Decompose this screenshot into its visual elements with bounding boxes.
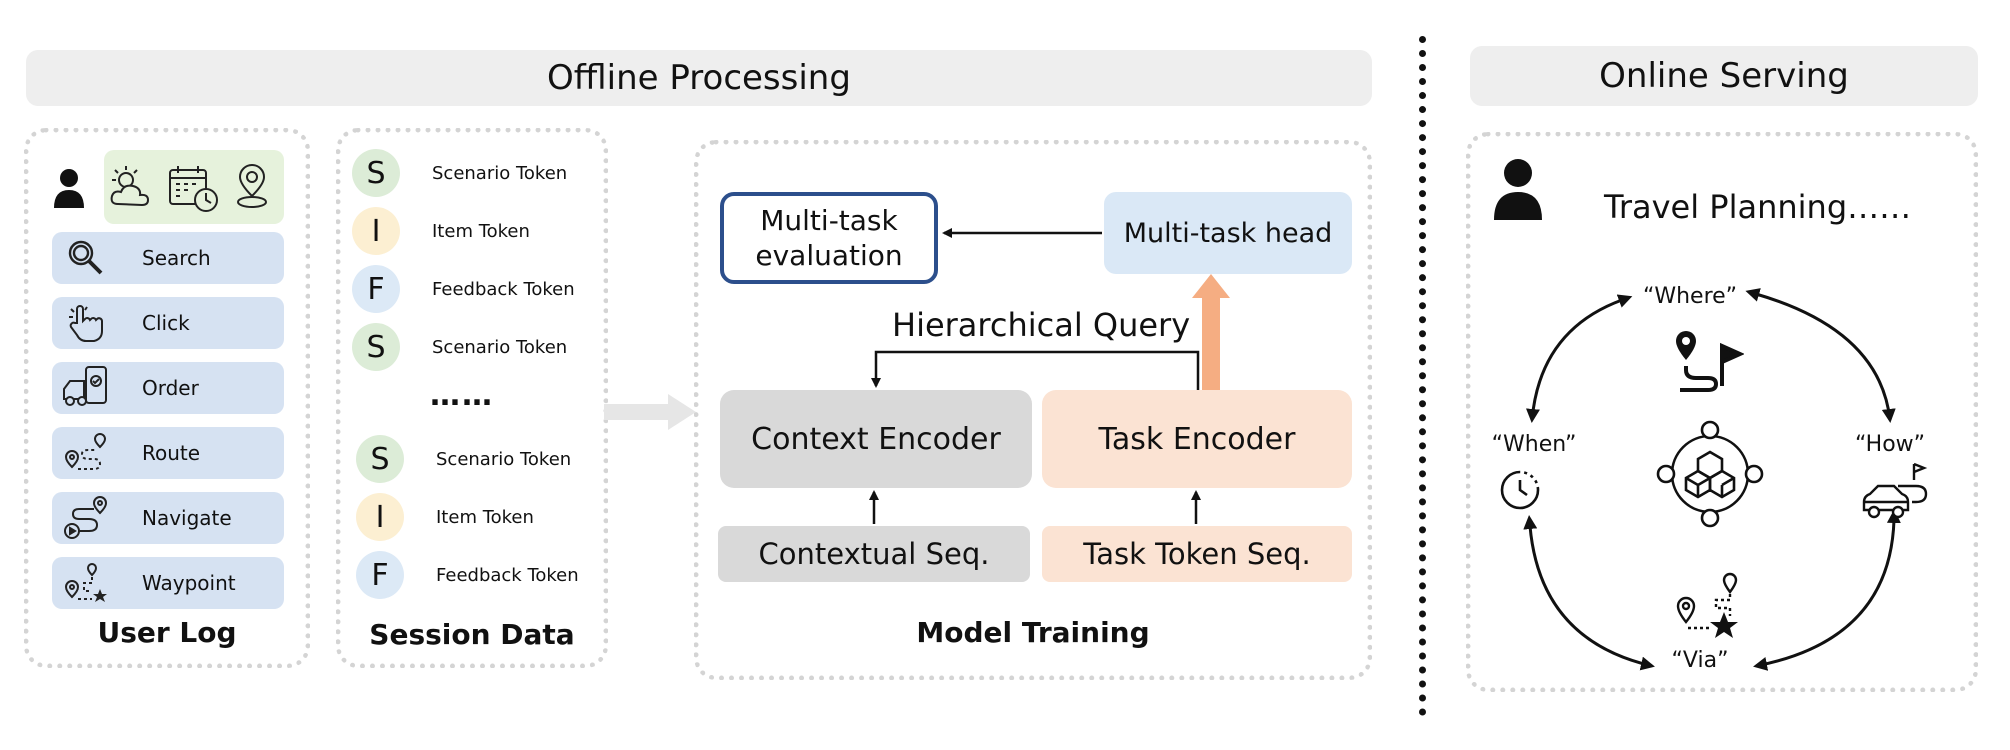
flow-arrow [604, 394, 696, 430]
token-label: Scenario Token [432, 336, 568, 358]
search-icon [52, 238, 122, 278]
token-row: I Item Token [352, 202, 602, 260]
token-label: Item Token [436, 506, 534, 528]
log-label-search: Search [142, 246, 211, 270]
how-label: “How” [1854, 432, 1926, 457]
multitask-eval-box: Multi-task evaluation [720, 192, 938, 284]
log-label-order: Order [142, 376, 199, 400]
log-row-click: Click [52, 297, 284, 349]
model-training-panel [694, 140, 1372, 680]
waypoint-icon [52, 561, 122, 605]
location-pin-icon [237, 164, 267, 208]
log-label-click: Click [142, 311, 190, 335]
route-icon [52, 431, 122, 475]
contextual-seq-box: Contextual Seq. [718, 526, 1030, 582]
log-row-waypoint: Waypoint [52, 557, 284, 609]
token-row: S Scenario Token [356, 430, 606, 488]
token-row: I Item Token [356, 488, 606, 546]
order-icon [52, 365, 122, 411]
log-label-waypoint: Waypoint [142, 571, 236, 595]
when-label: “When” [1491, 432, 1577, 457]
log-label-navigate: Navigate [142, 506, 232, 530]
token-row: F Feedback Token [352, 260, 602, 318]
online-title: Online Serving [1599, 56, 1849, 96]
log-row-route: Route [52, 427, 284, 479]
user-log-title: User Log [97, 616, 237, 649]
head-label: Multi-task head [1123, 217, 1333, 249]
online-serving-panel [1466, 132, 1978, 692]
token-row: F Feedback Token [356, 546, 606, 604]
token-circle-item: I [352, 207, 400, 255]
log-row-search: Search [52, 232, 284, 284]
user-log-panel [24, 128, 310, 668]
network-hub-icon [1656, 420, 1764, 528]
token-row: S Scenario Token [352, 318, 602, 376]
clock-icon [1500, 470, 1540, 510]
task-encoder-label: Task Encoder [1098, 421, 1296, 457]
token-circle-item: I [356, 493, 404, 541]
offline-banner: Offline Processing [26, 50, 1372, 106]
model-training-title: Model Training [916, 616, 1150, 649]
travel-planning-heading: Travel Planning…… [1604, 188, 1912, 226]
log-row-navigate: Navigate [52, 492, 284, 544]
log-label-route: Route [142, 441, 201, 465]
token-label: Item Token [432, 220, 530, 242]
via-label: “Via” [1671, 648, 1729, 673]
token-circle-feedback: F [352, 265, 400, 313]
click-icon [52, 303, 122, 343]
session-tokens-top: S Scenario Token I Item Token F Feedback… [352, 144, 602, 376]
session-data-panel [336, 128, 608, 668]
token-circle-scenario: S [352, 149, 400, 197]
waypoint-star-icon [1676, 572, 1738, 638]
hierarchical-query-label: Hierarchical Query [892, 306, 1191, 344]
token-label: Scenario Token [436, 448, 572, 470]
task-encoder-box: Task Encoder [1042, 390, 1352, 488]
person-icon [54, 169, 84, 208]
token-circle-feedback: F [356, 551, 404, 599]
navigate-icon [52, 495, 122, 541]
eval-line2: evaluation [755, 239, 903, 272]
task-seq-label: Task Token Seq. [1083, 537, 1311, 571]
context-encoder-box: Context Encoder [720, 390, 1032, 488]
arrow-when-via [1523, 515, 1655, 671]
person-icon [1494, 159, 1542, 220]
user-context-row [52, 150, 284, 224]
query-arrow [871, 350, 1200, 390]
multitask-head-box: Multi-task head [1104, 192, 1352, 274]
task-seq-box: Task Token Seq. [1042, 526, 1352, 582]
session-data-title: Session Data [369, 618, 575, 651]
eval-line1: Multi-task [760, 204, 898, 237]
session-ellipsis: …… [430, 378, 494, 413]
token-label: Feedback Token [436, 564, 579, 586]
offline-title: Offline Processing [547, 58, 851, 98]
token-circle-scenario: S [352, 323, 400, 371]
contextual-seq-label: Contextual Seq. [758, 537, 990, 571]
car-route-icon [1862, 462, 1928, 519]
online-banner: Online Serving [1470, 46, 1978, 106]
context-encoder-label: Context Encoder [751, 421, 1001, 457]
token-label: Feedback Token [432, 278, 575, 300]
arrow-where-when [1526, 294, 1633, 423]
route-flag-icon [1676, 331, 1744, 392]
token-label: Scenario Token [432, 162, 568, 184]
where-label: “Where” [1642, 284, 1738, 309]
section-divider [1419, 36, 1426, 716]
encoder-to-head-arrow [1192, 274, 1230, 390]
calendar-icon [169, 166, 218, 212]
weather-icon [110, 166, 150, 207]
session-tokens-bottom: S Scenario Token I Item Token F Feedback… [356, 430, 606, 604]
log-row-order: Order [52, 362, 284, 414]
token-row: S Scenario Token [352, 144, 602, 202]
user-log-list: Search Click Order Route Navigate Waypoi… [52, 232, 284, 609]
arrow-where-how [1745, 288, 1896, 423]
arrow-how-via [1753, 509, 1901, 671]
token-circle-scenario: S [356, 435, 404, 483]
context-icons-box [104, 150, 284, 224]
